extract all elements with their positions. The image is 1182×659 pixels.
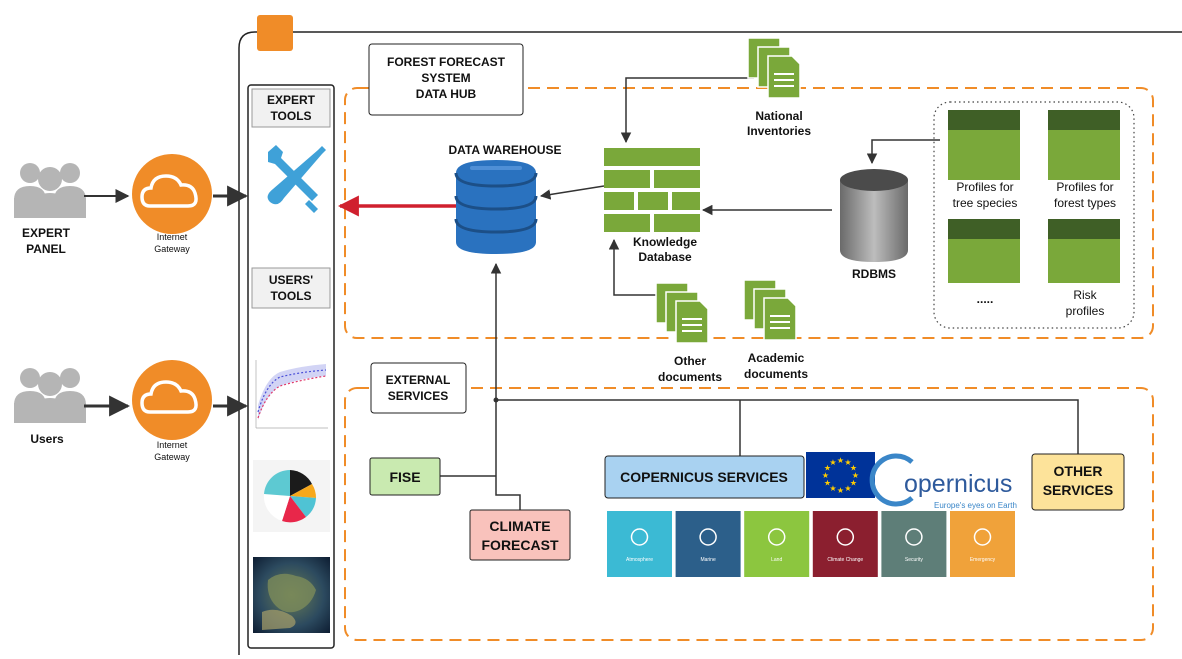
data-warehouse-icon [456, 160, 536, 254]
gateway-label-2: Gateway [154, 452, 190, 462]
expert-panel-label-1: EXPERT [22, 226, 71, 240]
rdbms-label: RDBMS [852, 267, 896, 281]
other-services-label-2: SERVICES [1043, 482, 1114, 498]
line-chart-thumbnail [253, 352, 330, 434]
fise-label: FISE [389, 469, 420, 485]
academic-documents-label-1: Academic [748, 351, 805, 365]
profile-label-more: ..... [977, 292, 994, 306]
external-services-title: EXTERNAL SERVICES [371, 363, 466, 413]
profile-label-risk-1: Risk [1073, 288, 1097, 302]
gateway-label-1: Internet [157, 232, 188, 242]
users-label: Users [30, 432, 64, 446]
profile-label-tree-2: tree species [953, 196, 1018, 210]
other-documents-icon [656, 283, 708, 343]
profile-tile-tree-species [948, 110, 1020, 180]
title-line3: DATA HUB [416, 87, 477, 101]
service-tile-label: Climate Change [827, 557, 863, 563]
title-line2: SYSTEM [421, 71, 470, 85]
gateway-label-2: Gateway [154, 244, 190, 254]
services-bus-line [496, 400, 1078, 454]
users-group-icon [14, 368, 86, 423]
service-tile-label: Emergency [970, 557, 996, 563]
national-inventories-documents-icon [748, 38, 800, 98]
expert-panel-label-2: PANEL [26, 242, 66, 256]
knowledge-to-warehouse-arrow [541, 186, 604, 196]
service-tile: Atmosphere [607, 511, 672, 577]
other-documents-label-1: Other [674, 354, 706, 368]
users-tools-label-2: TOOLS [270, 289, 311, 303]
service-tile-label: Land [771, 557, 782, 563]
knowledge-db-label-1: Knowledge [633, 235, 697, 249]
service-tile: Emergency [950, 511, 1015, 577]
service-tile: Marine [676, 511, 741, 577]
profile-tile-risk [1048, 219, 1120, 283]
external-services-line1: EXTERNAL [386, 373, 451, 387]
profile-tile-forest-types [1048, 110, 1120, 180]
service-tile: Security [881, 511, 946, 577]
eu-star-icon: ★ [837, 486, 844, 495]
expert-tools-label-1: EXPERT [267, 93, 316, 107]
satellite-map-thumbnail [253, 557, 330, 633]
copernicus-logo: opernicus Europe's eyes on Earth [872, 456, 1017, 510]
national-inventories-label-1: National [755, 109, 802, 123]
eu-star-icon: ★ [829, 458, 836, 467]
profile-tile-more [948, 219, 1020, 283]
service-tile: Climate Change [813, 511, 878, 577]
other-services-label-1: OTHER [1054, 463, 1103, 479]
data-hub-title: FOREST FORECAST SYSTEM DATA HUB [369, 44, 523, 115]
service-tile-label: Security [905, 557, 924, 563]
climate-forecast-label-1: CLIMATE [489, 518, 550, 534]
expert-panel-group-icon [14, 163, 86, 218]
pie-chart-thumbnail [253, 460, 330, 532]
external-services-line2: SERVICES [388, 389, 448, 403]
profiles-to-rdbms-arrow [872, 140, 940, 163]
expert-internet-gateway: Internet Gateway [132, 154, 212, 254]
knowledge-db-label-2: Database [638, 250, 692, 264]
academic-documents-label-2: documents [744, 367, 808, 381]
climate-connector [496, 476, 520, 510]
users-tools-label-1: USERS' [269, 273, 313, 287]
data-warehouse-label: DATA WAREHOUSE [448, 143, 561, 157]
rdbms-icon [840, 169, 908, 262]
service-tile: Land [744, 511, 809, 577]
users-internet-gateway: Internet Gateway [132, 360, 212, 462]
other-documents-label-2: documents [658, 370, 722, 384]
knowledge-database-icon [604, 148, 700, 236]
copernicus-logo-tagline: Europe's eyes on Earth [934, 501, 1017, 510]
copernicus-services-label: COPERNICUS SERVICES [620, 469, 788, 485]
expert-tools-label-2: TOOLS [270, 109, 311, 123]
profile-label-risk-2: profiles [1066, 304, 1105, 318]
profile-label-forest-2: forest types [1054, 196, 1116, 210]
academic-documents-icon [744, 280, 796, 340]
service-tile-label: Atmosphere [626, 557, 653, 563]
profile-label-tree-1: Profiles for [956, 180, 1013, 194]
national-inventories-label-2: Inventories [747, 124, 811, 138]
title-line1: FOREST FORECAST [387, 55, 506, 69]
profile-label-forest-1: Profiles for [1056, 180, 1113, 194]
eu-flag-icon: ★★★★★★★★★★★★ [806, 452, 875, 498]
eu-star-icon: ★ [837, 456, 844, 465]
gateway-label-1: Internet [157, 440, 188, 450]
copernicus-logo-text: opernicus [904, 470, 1012, 498]
system-frame-badge [257, 15, 293, 51]
eu-star-icon: ★ [844, 484, 851, 493]
service-tile-label: Marine [700, 557, 716, 563]
climate-forecast-label-2: FORECAST [482, 537, 559, 553]
copernicus-service-tiles: Atmosphere Marine Land Climate Change Securi… [607, 511, 1015, 577]
